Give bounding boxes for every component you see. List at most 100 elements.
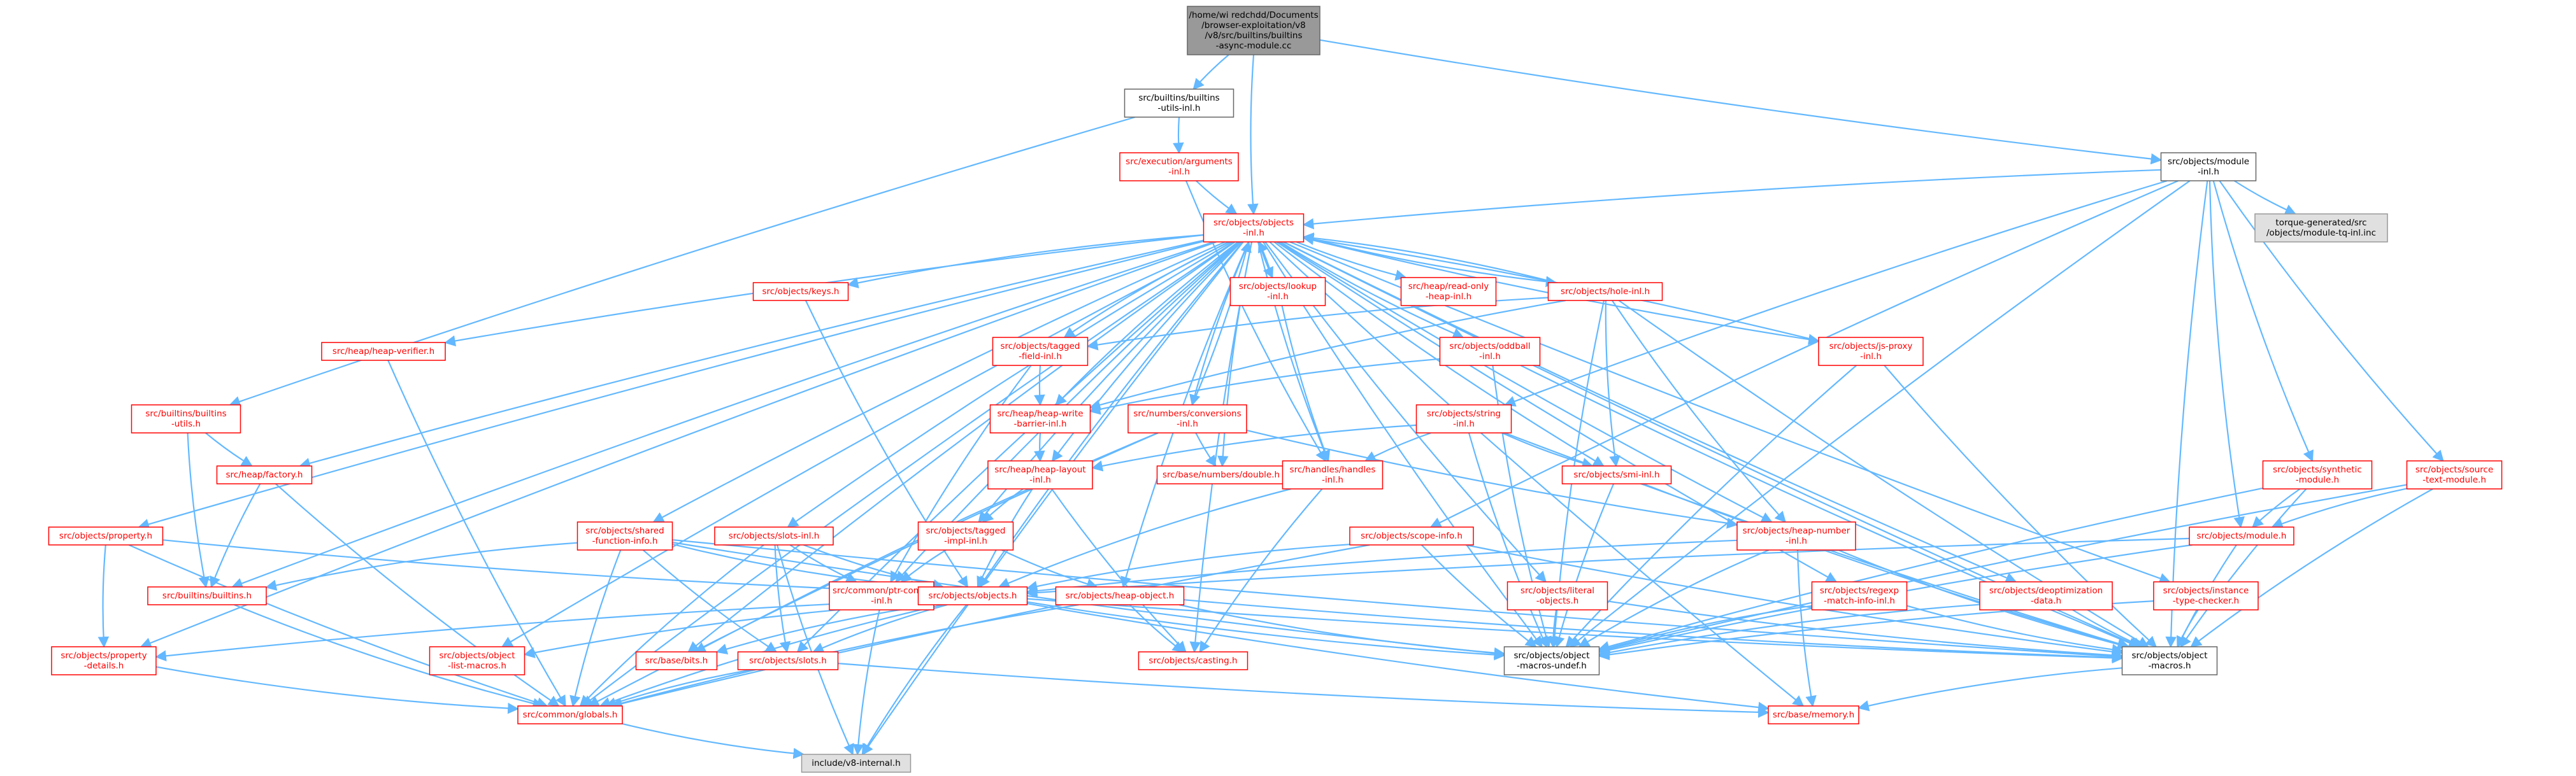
edge-synthetic_module-to-module_h bbox=[2252, 488, 2301, 528]
node-heap-number-inl[interactable]: src/objects/heap-number-inl.h bbox=[1736, 521, 1856, 551]
node-object-list-macros[interactable]: src/objects/object-list-macros.h bbox=[429, 646, 526, 675]
edge-heap_object_h-to-globals_h bbox=[610, 603, 1079, 709]
node-label-line: -field-inl.h bbox=[1019, 351, 1062, 362]
node-numbers-conversions-inl[interactable]: src/numbers/conversions-inl.h bbox=[1127, 404, 1247, 434]
node-property-details[interactable]: src/objects/property-details.h bbox=[51, 646, 157, 675]
node-label-line: src/objects/js-proxy bbox=[1829, 341, 1913, 351]
node-heap-object-h[interactable]: src/objects/heap-object.h bbox=[1055, 586, 1185, 605]
node-heap-factory[interactable]: src/heap/factory.h bbox=[216, 465, 313, 484]
node-label-line: src/objects/heap-number bbox=[1743, 526, 1850, 536]
node-label-line: -inl.h bbox=[1177, 419, 1198, 429]
node-string-inl[interactable]: src/objects/string-inl.h bbox=[1415, 404, 1512, 434]
node-label-line: src/heap/heap-layout bbox=[994, 465, 1085, 475]
node-keys[interactable]: src/objects/keys.h bbox=[752, 282, 849, 301]
node-label-line: -impl-inl.h bbox=[944, 536, 987, 546]
node-handles-inl[interactable]: src/handles/handles-inl.h bbox=[1282, 460, 1384, 490]
node-box bbox=[1547, 282, 1663, 301]
edge-smi_inl-to-object_macros bbox=[1643, 483, 2129, 650]
node-hole-inl[interactable]: src/objects/hole-inl.h bbox=[1547, 282, 1663, 301]
node-box bbox=[216, 465, 313, 484]
node-box bbox=[48, 526, 164, 546]
node-source-text-module[interactable]: src/objects/source-text-module.h bbox=[2406, 460, 2503, 490]
node-tagged-impl-inl[interactable]: src/objects/tagged-impl-inl.h bbox=[917, 521, 1014, 551]
edge-objects_inl-to-hole_inl bbox=[1303, 236, 1557, 288]
edge-objects_h-to-object_macros bbox=[1027, 598, 2124, 664]
node-shared-function-info[interactable]: src/objects/shared-function-info.h bbox=[576, 521, 673, 551]
edge-execution_arguments-to-objects_inl bbox=[1196, 180, 1238, 215]
node-base-memory[interactable]: src/base/memory.h bbox=[1768, 705, 1859, 724]
node-numbers-double[interactable]: src/base/numbers/double.h bbox=[1156, 465, 1286, 484]
node-slots-inl[interactable]: src/objects/slots-inl.h bbox=[714, 526, 834, 546]
edge-literal_objects-to-object_macros_undef bbox=[1547, 609, 1559, 648]
edge-module_inl-to-object_macros bbox=[2165, 180, 2208, 648]
node-js-proxy-inl[interactable]: src/objects/js-proxy-inl.h bbox=[1818, 337, 1924, 366]
node-heap-write-barrier-inl[interactable]: src/heap/heap-write-barrier-inl.h bbox=[989, 404, 1091, 434]
node-ptr-compr-inl[interactable]: src/common/ptr-compr-inl.h bbox=[829, 581, 934, 610]
node-objects-inl[interactable]: src/objects/objects-inl.h bbox=[1203, 213, 1305, 243]
edge-objects_inl-to-slots_inl bbox=[787, 241, 1233, 528]
node-globals-h[interactable]: src/common/globals.h bbox=[517, 705, 623, 724]
node-object-macros[interactable]: src/objects/object-macros.h bbox=[2121, 646, 2218, 675]
node-label-line: src/common/ptr-compr bbox=[833, 586, 931, 596]
node-label-line: src/objects/literal bbox=[1521, 586, 1594, 596]
node-label-line: src/heap/heap-write bbox=[997, 409, 1083, 419]
node-module-inl[interactable]: src/objects/module-inl.h bbox=[2160, 152, 2257, 181]
node-property-h[interactable]: src/objects/property.h bbox=[48, 526, 164, 546]
node-box bbox=[917, 586, 1028, 605]
node-lookup-inl[interactable]: src/objects/lookup-inl.h bbox=[1229, 277, 1326, 306]
node-execution-arguments[interactable]: src/execution/arguments-inl.h bbox=[1119, 152, 1239, 181]
node-label-line: -inl.h bbox=[1322, 475, 1343, 485]
node-module-h[interactable]: src/objects/module.h bbox=[2189, 526, 2294, 546]
node-heap-layout-inl[interactable]: src/heap/heap-layout-inl.h bbox=[987, 460, 1093, 490]
edge-string_inl-to-smi_inl bbox=[1501, 432, 1594, 469]
node-box bbox=[1400, 277, 1497, 306]
node-box bbox=[1506, 581, 1608, 610]
node-box bbox=[1561, 465, 1672, 484]
edge-heap_object_h-to-object_macros bbox=[1184, 599, 2124, 663]
node-label-line: -data.h bbox=[2031, 596, 2061, 606]
node-deoptimization-data[interactable]: src/objects/deoptimization-data.h bbox=[1979, 581, 2113, 610]
node-builtins-utils[interactable]: src/builtins/builtins-utils.h bbox=[131, 404, 241, 434]
node-scope-info[interactable]: src/objects/scope-info.h bbox=[1349, 526, 1474, 546]
edge-slots_h-to-globals_h bbox=[605, 668, 752, 709]
edge-js_proxy_inl-to-object_macros bbox=[1884, 365, 2157, 648]
edge-smi_inl-to-object_macros_undef bbox=[1554, 483, 1615, 648]
edge-heap_number_inl-to-base_memory bbox=[1797, 549, 1817, 707]
node-label-line: -inl.h bbox=[1785, 536, 1807, 546]
node-oddball-inl[interactable]: src/objects/oddball-inl.h bbox=[1439, 337, 1541, 366]
node-heap-verifier[interactable]: src/heap/heap-verifier.h bbox=[321, 342, 446, 361]
node-casting-h[interactable]: src/objects/casting.h bbox=[1138, 651, 1249, 670]
node-box bbox=[1349, 526, 1474, 546]
edge-tagged_impl_inl-to-ptr_compr_inl bbox=[900, 549, 947, 583]
edge-module_inl-to-string_inl bbox=[1504, 180, 2168, 407]
node-label-line: src/heap/read-only bbox=[1408, 281, 1489, 292]
edge-slots_h-to-base_memory bbox=[838, 663, 1770, 718]
edge-lookup_inl-to-objects_inl bbox=[1258, 241, 1273, 278]
node-base-bits[interactable]: src/base/bits.h bbox=[635, 651, 718, 670]
node-literal-objects[interactable]: src/objects/literal-objects.h bbox=[1506, 581, 1608, 610]
node-object-macros-undef[interactable]: src/objects/object-macros-undef.h bbox=[1503, 646, 1600, 675]
node-label-line: src/objects/slots-inl.h bbox=[729, 531, 820, 541]
edge-objects_inl-to-v8_internal bbox=[862, 241, 1244, 756]
edge-property_details-to-globals_h bbox=[155, 666, 519, 714]
edge-objects_h-to-base_memory bbox=[1027, 603, 1770, 713]
node-builtins-h[interactable]: src/builtins/builtins.h bbox=[147, 586, 267, 605]
node-synthetic-module[interactable]: src/objects/synthetic-module.h bbox=[2262, 460, 2373, 490]
node-label-line: -list-macros.h bbox=[448, 661, 506, 671]
node-label-line: -type-checker.h bbox=[2173, 596, 2239, 606]
nodes-layer: /home/wi redchdd/Documents/browser-explo… bbox=[48, 6, 2503, 773]
node-regexp-match-info[interactable]: src/objects/regexp-match-info-inl.h bbox=[1811, 581, 1908, 610]
edge-module_inl-to-module_h bbox=[2208, 180, 2245, 528]
node-read-only-heap-inl[interactable]: src/heap/read-only-heap-inl.h bbox=[1400, 277, 1497, 306]
node-box bbox=[2121, 646, 2218, 675]
node-builtins-utils-inl[interactable]: src/builtins/builtins-utils-inl.h bbox=[1124, 88, 1234, 118]
node-objects-h[interactable]: src/objects/objects.h bbox=[917, 586, 1028, 605]
node-instance-type-checker[interactable]: src/objects/instance-type-checker.h bbox=[2153, 581, 2259, 610]
node-tagged-field-inl[interactable]: src/objects/tagged-field-inl.h bbox=[992, 337, 1089, 366]
edge-module_inl-to-synthetic_module bbox=[2212, 180, 2314, 462]
node-smi-inl[interactable]: src/objects/smi-inl.h bbox=[1561, 465, 1672, 484]
node-slots-h[interactable]: src/objects/slots.h bbox=[737, 651, 839, 670]
node-label-line: -inl.h bbox=[871, 596, 892, 606]
edge-scope_info-to-objects_h bbox=[1026, 544, 1350, 592]
node-label-line: src/objects/source bbox=[2415, 465, 2493, 475]
